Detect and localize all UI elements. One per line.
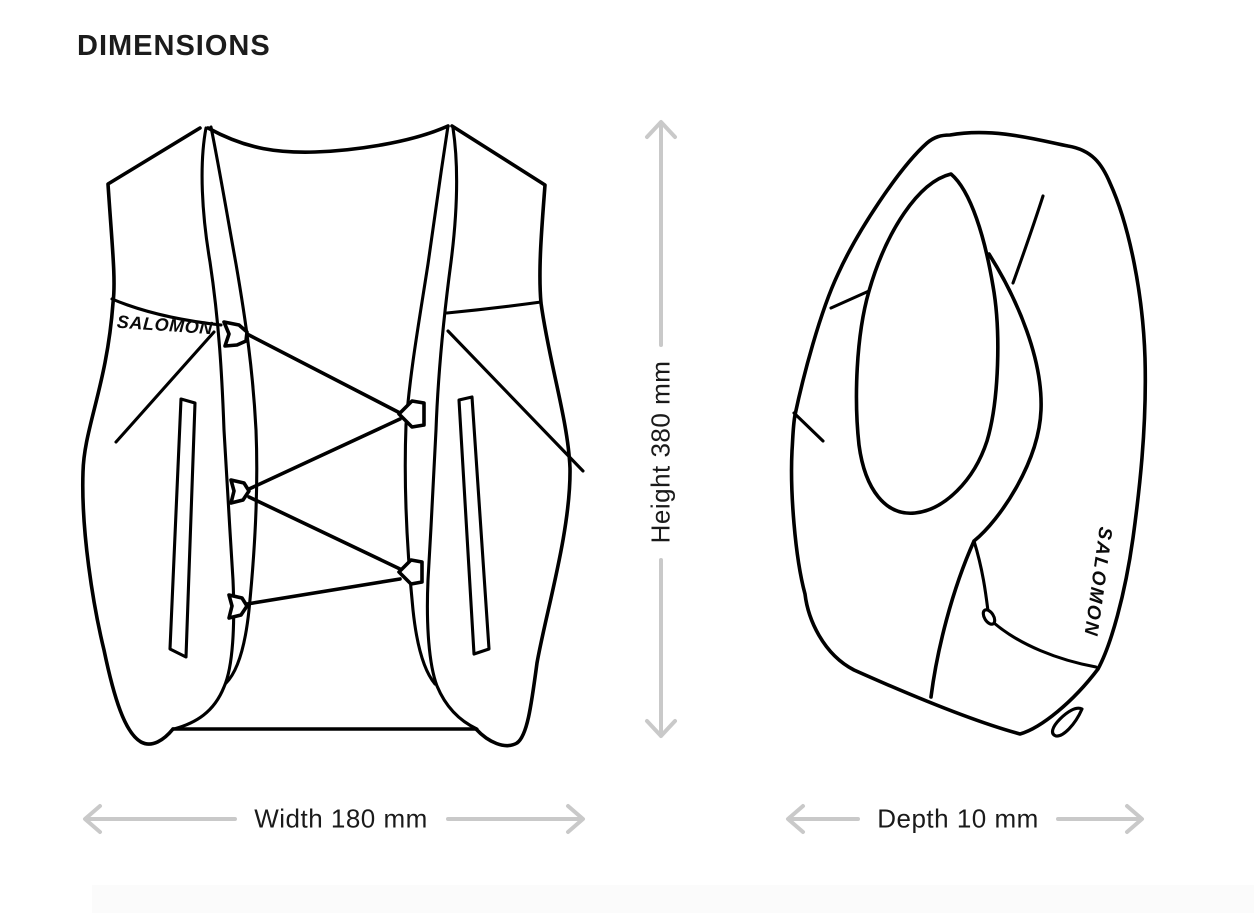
height-arrow-down-icon: [645, 558, 677, 738]
height-arrow-icon: [645, 120, 677, 738]
gear-loop: [981, 608, 997, 626]
side-seam-upper-left: [829, 289, 871, 310]
zipper-pull-loop: [1050, 706, 1084, 738]
front-seams: [110, 297, 585, 473]
strap-left-outer-edge: [172, 126, 236, 731]
bungee-lacing: [222, 320, 426, 620]
side-front-panel-seam: [929, 252, 1043, 699]
side-outline: [789, 130, 1148, 736]
side-top-dart-seam: [1011, 194, 1045, 285]
bungee-cords: [245, 332, 402, 606]
page-title: DIMENSIONS: [77, 30, 271, 62]
strap-left-inner-edge: [209, 125, 259, 685]
lace-hook-mid-left: [229, 478, 251, 505]
front-outline-left: [80, 126, 202, 746]
width-dimension-label: Width 180 mm: [254, 803, 428, 834]
front-shoulder-straps: [172, 124, 479, 731]
side-bottom-seam: [972, 539, 1098, 669]
side-vest-drawing: SALOMON: [789, 130, 1148, 738]
depth-arrow-right-icon: [1056, 804, 1144, 834]
width-arrow-icon: [83, 804, 585, 834]
front-brand-logo: SALOMON: [116, 312, 214, 339]
width-arrow-left-icon: [83, 804, 237, 834]
height-arrow-up-icon: [645, 120, 677, 347]
front-pockets: [168, 395, 491, 659]
depth-arrow-left-icon: [786, 804, 860, 834]
next-section-edge: [92, 885, 1254, 913]
front-neckline: [206, 124, 450, 154]
strap-right-inner-edge: [403, 124, 450, 686]
front-vest-drawing: SALOMON: [80, 124, 585, 748]
lace-buckle-upper-right: [397, 399, 426, 429]
depth-dimension-label: Depth 10 mm: [877, 803, 1039, 834]
pocket-seam-right: [446, 329, 585, 473]
lace-hook-lower-left: [227, 593, 249, 620]
chest-pocket-slot-right: [457, 395, 491, 656]
side-seams: [792, 194, 1098, 699]
lace-buckle-lower-right: [397, 558, 424, 586]
chest-seam-left: [110, 297, 223, 327]
front-vest-outline: [80, 124, 572, 748]
front-outline-right: [450, 124, 572, 748]
width-arrow-right-icon: [446, 804, 585, 834]
height-dimension-label: Height 380 mm: [645, 360, 676, 544]
lace-buckle-top-left: [222, 320, 249, 348]
strap-right-outer-edge: [425, 126, 479, 731]
chest-pocket-slot-left: [168, 397, 197, 659]
pocket-seam-left: [114, 330, 216, 444]
chest-seam-right: [445, 300, 543, 315]
depth-arrow-icon: [786, 804, 1144, 834]
side-seam-lower-left: [792, 411, 825, 443]
side-brand-logo: SALOMON: [1079, 525, 1115, 638]
side-armhole-strap: [854, 172, 1000, 515]
